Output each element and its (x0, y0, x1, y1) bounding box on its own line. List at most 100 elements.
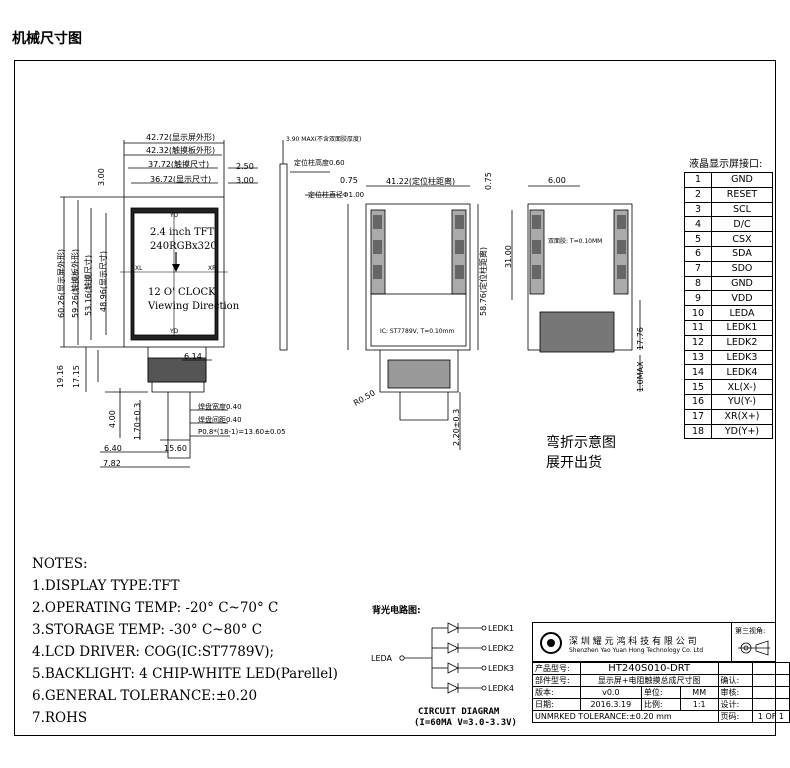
pin-signal: XL(X-) (711, 379, 773, 395)
circuit-caption-1: CIRCUIT DIAGRAM (418, 707, 500, 717)
pin-signal: YU(Y-) (711, 393, 773, 410)
side-view-body (279, 163, 288, 351)
front-active-area (133, 212, 216, 336)
fold-label: 弯折示意图 (546, 435, 616, 451)
pin-signal: SCL (711, 201, 773, 218)
company-cell: 深 圳 耀 元 鸿 科 技 有 限 公 司 Shenzhen Yao Yuan … (532, 622, 732, 662)
pin-num: 2 (684, 186, 712, 203)
circuit-leda-label: LEDA (371, 654, 393, 663)
pin-signal: LEDK2 (711, 334, 773, 351)
pin-num: 3 (684, 201, 712, 218)
ship-label: 展开出货 (546, 455, 602, 471)
note-item: 3.STORAGE TEMP: -30° C~80° C (32, 622, 263, 638)
projection-label: 第三视角: (735, 627, 766, 635)
notes-header: NOTES: (32, 556, 88, 572)
pin-signal: D/C (711, 216, 773, 233)
dim-2-50: 2.50 (236, 162, 254, 171)
front-screen-text: 2.4 inch TFT 240RGBx320 (150, 226, 217, 254)
page-title: 机械尺寸图 (12, 31, 82, 47)
dim-pad-pitch: 焊盘间距0.40 (198, 416, 242, 424)
unit-label: 单位: (640, 686, 681, 699)
pin-num: 13 (684, 349, 712, 366)
page-label: 页码: (717, 710, 753, 723)
dim-pin-height: 定位柱高度0.60 (294, 159, 345, 167)
pin-num: 18 (684, 423, 712, 440)
note-item: 1.DISPLAY TYPE:TFT (32, 578, 180, 594)
dim-width-outer: 42.72(显示屏外形) (146, 133, 216, 142)
company-name-en: Shenzhen Yao Yuan Hong Technology Co. Lt… (569, 647, 704, 654)
circuit-ledk3-label: LEDK3 (488, 664, 515, 673)
projection-cell: 第三视角: (732, 622, 776, 662)
note-item: 5.BACKLIGHT: 4 CHIP-WHITE LED(Parellel) (32, 666, 338, 682)
pin-num: 7 (684, 260, 712, 277)
dim-3-00-right: 3.00 (236, 176, 254, 185)
dim-1-70: 1.70±0.3 (133, 402, 142, 440)
screen-line-3: 12 O' CLOCK (148, 287, 216, 298)
dim-pad-span: P0.8*(18-1)=13.60±0.05 (198, 428, 286, 436)
back-fpc (379, 350, 459, 393)
pin-signal: GND (711, 275, 773, 292)
pin-signal: SDO (711, 260, 773, 277)
dim-back-0-75-right: 0.75 (484, 172, 493, 190)
note-item: 7.ROHS (32, 710, 88, 726)
dim-thickness: 3.90 MAX(不含双面胶厚度) (286, 136, 362, 143)
note-item: 4.LCD DRIVER: COG(IC:ST7789V); (32, 644, 275, 660)
pin-num: 10 (684, 305, 712, 321)
axis-label-left: XL (135, 265, 143, 272)
screen-line-2: 240RGBx320 (150, 241, 217, 252)
dim-3-00-left: 3.00 (97, 168, 106, 186)
dim-6-40: 6.40 (104, 444, 122, 453)
page-value: 1 OF 1 (751, 710, 790, 723)
back-view-outline (365, 203, 471, 351)
axis-label-top: YU (170, 212, 179, 219)
pin-table-title: 液晶显示屏接口: (689, 159, 763, 170)
pin-num: 17 (684, 408, 712, 425)
pin-signal: GND (711, 172, 773, 188)
title-block-table: 产品型号: HT240S010-DRT 部件型号: 显示屏+电阻触摸总成尺寸图 … (532, 662, 790, 723)
model-value: HT240S010-DRT (579, 662, 719, 675)
design-label: 设计: (717, 698, 753, 711)
dim-2-20: 2.20±0.3 (452, 408, 461, 446)
circuit-ledk2-label: LEDK2 (488, 644, 515, 653)
dim-touch-area: 37.72(触摸尺寸) (148, 160, 210, 169)
check-label: 审核: (717, 686, 753, 699)
axis-label-right: XR (208, 265, 217, 272)
pin-num: 9 (684, 290, 712, 307)
axis-label-bottom: YD (170, 328, 179, 335)
note-item: 2.OPERATING TEMP: -20° C~70° C (32, 600, 279, 616)
dim-fold-1-0max: 1.0MAX (636, 361, 645, 392)
circuit-ledk1-label: LEDK1 (488, 624, 515, 633)
dim-height-outer: 60.26(显示屏外形) (57, 248, 66, 318)
dim-width-touch: 42.32(触摸板外形) (146, 146, 216, 155)
pin-signal: RESET (711, 186, 773, 203)
back-ic-label: IC: ST7789V, T=0.10mm (380, 328, 455, 335)
pin-num: 1 (684, 172, 712, 188)
pin-signal: VDD (711, 290, 773, 307)
projection-symbol-icon (738, 640, 770, 656)
scale-label: 比例: (640, 698, 681, 711)
version-label: 版本: (532, 686, 581, 699)
pin-signal: LEDK4 (711, 364, 773, 381)
company-name-cn: 深 圳 耀 元 鸿 科 技 有 限 公 司 (569, 637, 697, 647)
pin-signal: LEDK3 (711, 349, 773, 366)
tolerance-text: UNMRKED TOLERANCE:±0.20 mm (532, 710, 719, 723)
model-label: 产品型号: (532, 662, 581, 675)
pin-num: 16 (684, 393, 712, 410)
pin-num: 11 (684, 319, 712, 336)
date-value: 2016.3.19 (579, 698, 642, 711)
screen-line-1: 2.4 inch TFT (150, 227, 215, 238)
scale-value: 1:1 (679, 698, 719, 711)
front-fpc-tail (167, 392, 191, 459)
